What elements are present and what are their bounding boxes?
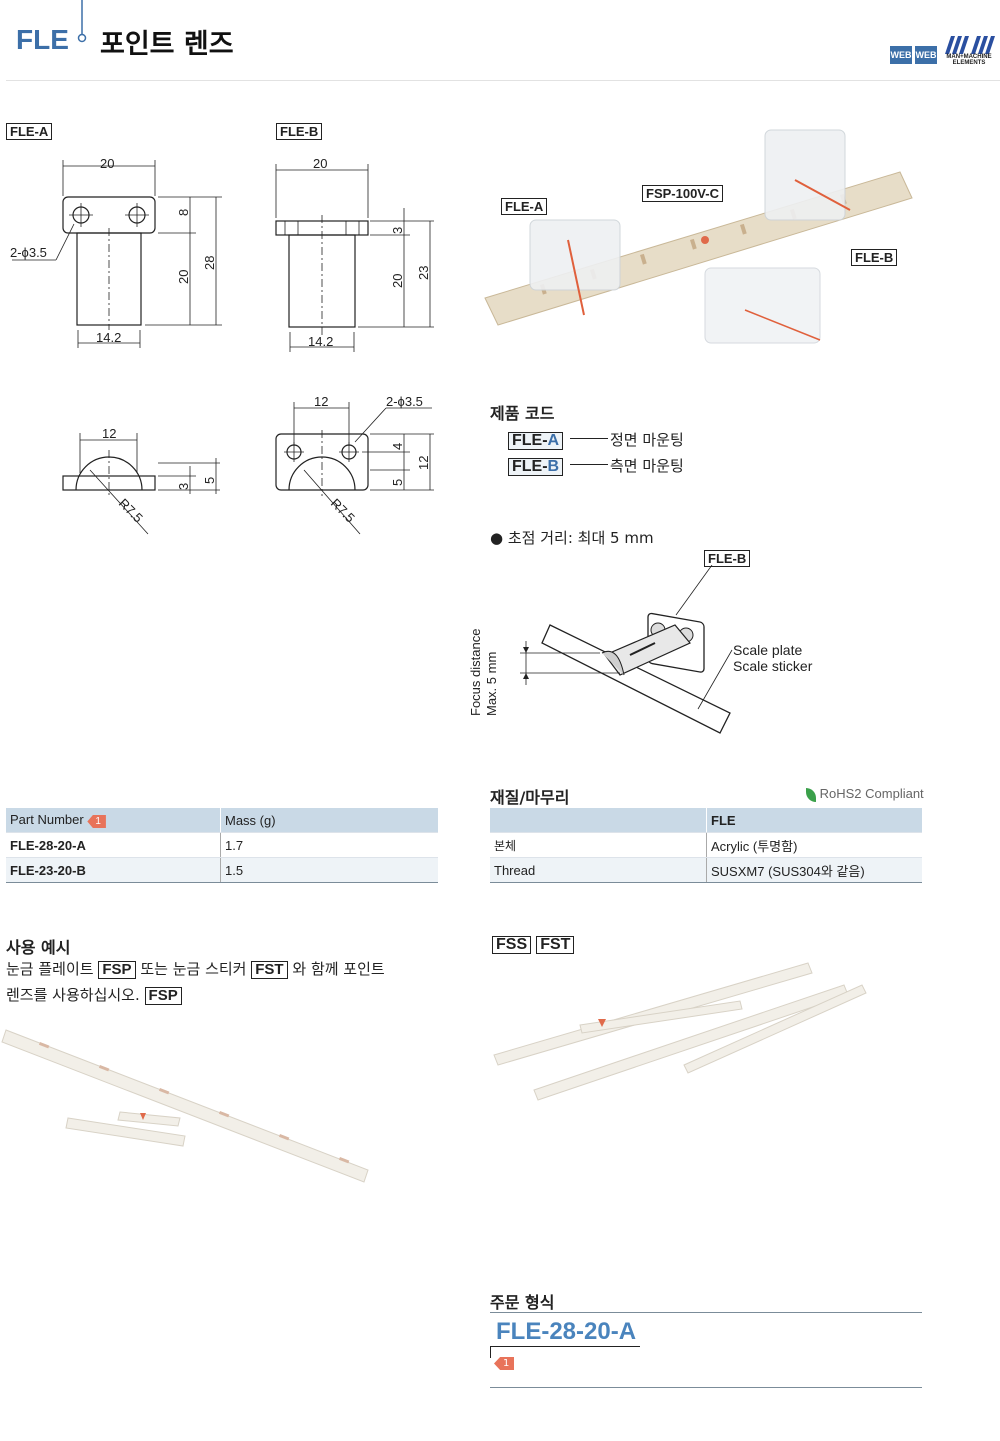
dim-a-h3: 3 (176, 483, 191, 490)
dim-b-h23: 23 (416, 266, 431, 280)
bullet-dot-icon: ● (490, 529, 504, 547)
code-leader-a (570, 438, 608, 439)
usage-title: 사용 예시 (6, 938, 71, 957)
dim-b-h3: 3 (390, 227, 405, 234)
table-row: FLE-23-20-B 1.5 (6, 857, 438, 883)
code-fsp-link[interactable]: FSP (98, 961, 136, 979)
leaf-icon (806, 787, 816, 802)
material-title: 재질/마무리 (490, 788, 570, 807)
order-title: 주문 형식 (490, 1293, 555, 1312)
header-divider (6, 80, 1000, 81)
photo-label-fle-b: FLE-B (851, 249, 898, 266)
code-fst-link-2[interactable]: FST (536, 936, 575, 954)
order-marker-icon: 1 (494, 1357, 515, 1370)
code-fst-link[interactable]: FST (251, 961, 288, 979)
dim-b-w12: 12 (314, 394, 328, 409)
usage-photo (1, 1029, 369, 1183)
dim-a-h28: 28 (202, 256, 217, 270)
order-underline (490, 1346, 640, 1347)
marker-arrow-icon: 1 (87, 815, 106, 828)
code-desc-a: 정면 마운팅 (610, 431, 684, 449)
dim-b-width: 20 (313, 156, 327, 171)
code-fss-link[interactable]: FSS (492, 936, 532, 954)
part-number-table: Part Number 1 Mass (g) FLE-28-20-A 1.7 F… (6, 808, 438, 883)
fle-b-front-view: 20 14.2 3 20 23 (275, 156, 434, 352)
dim-b-radius: R7.5 (328, 496, 358, 526)
order-example: FLE-28-20-A (496, 1318, 637, 1345)
code-desc-b: 측면 마운팅 (610, 457, 684, 475)
header-pin-icon (77, 0, 87, 43)
dim-b-body: 14.2 (308, 334, 333, 349)
related-photo (493, 962, 867, 1101)
product-code-title: 제품 코드 (490, 404, 555, 423)
dim-a-body: 14.2 (96, 330, 121, 345)
brand-name: MAN+MACHINE ELEMENTS (946, 54, 992, 66)
web-badge-2[interactable]: WEB (915, 46, 937, 64)
scale-plate-label: Scale plate Scale sticker (733, 642, 813, 674)
fle-b-label: FLE-B (276, 123, 323, 140)
material-table: FLE 본체 Acrylic (투명함) Thread SUSXM7 (SUS3… (490, 808, 922, 883)
page-title: 포인트 렌즈 (100, 29, 234, 60)
focus-axis-label: Focus distance Max. 5 mm (468, 628, 499, 716)
table-row: Thread SUSXM7 (SUS304와 같음) (490, 857, 922, 883)
dim-b-h12: 12 (416, 456, 431, 470)
product-photo (484, 129, 913, 344)
related-codes: FSS FST (492, 934, 575, 954)
web-badge-1[interactable]: WEB (890, 46, 912, 64)
photo-label-scale: FSP-100V-C (642, 185, 723, 202)
code-fsp-link-2[interactable]: FSP (144, 987, 182, 1005)
order-divider-bottom (490, 1387, 922, 1388)
focus-bullet: ● 초점 거리: 최대 5 mm (490, 529, 654, 547)
product-code-row-a: FLE-A (508, 430, 564, 450)
th-part-number: Part Number 1 (6, 808, 221, 833)
dim-a-h20: 20 (176, 270, 191, 284)
header-code: FLE (16, 24, 69, 55)
technical-drawings: 20 14.2 2-ϕ3.5 8 20 28 20 (10, 156, 434, 535)
dim-a-hole: 2-ϕ3.5 (10, 245, 47, 260)
fle-a-bottom-view: 12 R7.5 3 5 (62, 426, 220, 535)
product-code-row-b: FLE-B (508, 456, 564, 476)
rohs-badge: RoHS2 Compliant (806, 786, 924, 802)
brand-logo-icon (945, 36, 995, 54)
dim-a-h8: 8 (176, 209, 191, 216)
dim-a-w12: 12 (102, 426, 116, 441)
dim-a-h5: 5 (202, 477, 217, 484)
table-row: FLE-28-20-A 1.7 (6, 832, 438, 858)
focus-diagram (520, 565, 733, 734)
focus-label-fle-b: FLE-B (704, 550, 751, 567)
fle-a-label: FLE-A (6, 123, 53, 140)
dim-b-h4: 4 (390, 443, 405, 450)
dim-b-h5: 5 (390, 479, 405, 486)
order-divider-top (490, 1312, 922, 1313)
order-leader (490, 1346, 491, 1358)
fle-b-bottom-view: 12 2-ϕ3.5 R7.5 4 5 12 (275, 394, 434, 535)
usage-text: 눈금 플레이트 FSP 또는 눈금 스티커 FST 와 함께 포인트 렌즈를 사… (6, 960, 385, 1005)
table-row: 본체 Acrylic (투명함) (490, 832, 922, 858)
th-mass: Mass (g) (220, 808, 438, 833)
photo-label-fle-a: FLE-A (501, 198, 548, 215)
dim-b-h20: 20 (390, 274, 405, 288)
dim-a-radius: R7.5 (116, 496, 146, 526)
dim-a-width: 20 (100, 156, 114, 171)
code-leader-b (570, 464, 608, 465)
fle-a-front-view: 20 14.2 2-ϕ3.5 8 20 28 (10, 156, 222, 348)
dim-b-hole: 2-ϕ3.5 (386, 394, 423, 409)
